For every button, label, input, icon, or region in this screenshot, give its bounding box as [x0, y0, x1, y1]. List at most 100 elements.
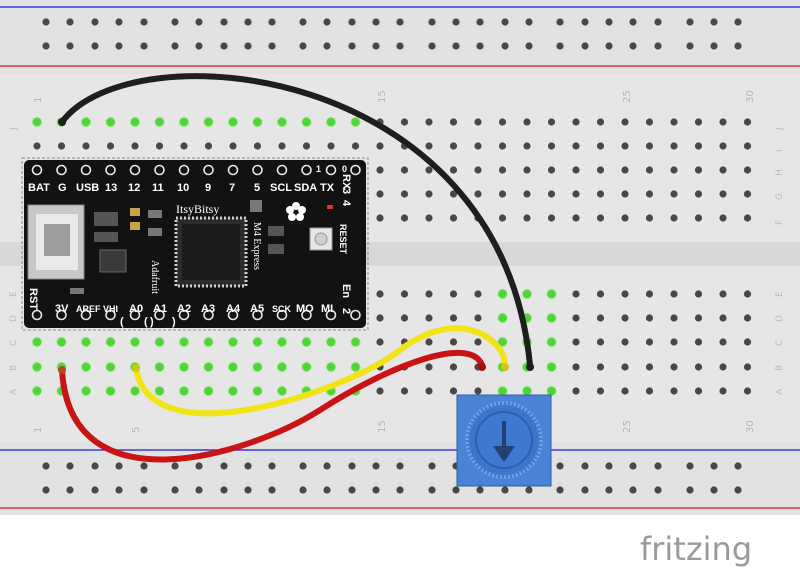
breadboard-hole: [474, 118, 482, 126]
row-letter: I: [775, 149, 785, 152]
breadboard-hole: [302, 142, 311, 150]
bottom-pin-labels: RST 3V AREF VHI A0 A1 A2 A3 A4 A5 SCK MO…: [27, 288, 333, 315]
board-pad: [56, 309, 67, 321]
column-number: 25: [622, 90, 633, 103]
breadboard-hole: [525, 486, 533, 494]
breadboard-hole: [449, 214, 458, 222]
breadboard-hole: [228, 337, 238, 347]
breadboard-hole: [140, 18, 148, 26]
breadboard-hole: [719, 142, 727, 150]
breadboard-hole: [719, 290, 727, 298]
breadboard-hole: [323, 486, 331, 494]
top-pin-labels: BAT G USB 13 12 11 10 9 7 5 SCL SDA TX 1…: [28, 164, 347, 194]
breadboard-hole: [105, 117, 116, 127]
pin-label-a3: A3: [201, 303, 215, 315]
breadboard-hole: [474, 190, 482, 198]
pin-label-sda: SDA: [294, 182, 317, 194]
breadboard-hole: [621, 387, 629, 395]
breadboard-hole: [501, 486, 509, 494]
breadboard-hole: [743, 290, 752, 298]
breadboard-hole: [171, 462, 179, 470]
breadboard-hole: [572, 314, 580, 322]
breadboard-hole: [556, 462, 564, 470]
breadboard-hole: [268, 42, 276, 50]
pin-label-2: 2: [340, 308, 352, 314]
breadboard-hole: [220, 18, 228, 26]
breadboard-hole: [497, 337, 508, 347]
breadboard-hole: [425, 290, 433, 298]
breadboard-hole: [428, 462, 436, 470]
breadboard-hole: [396, 486, 404, 494]
pin-label-3v: 3V: [55, 303, 69, 315]
board-pad: [252, 164, 263, 176]
row-letter: C: [9, 340, 19, 346]
breadboard-hole: [203, 362, 214, 372]
row-letters-left: J E D C B A: [9, 127, 19, 395]
breadboard-hole: [629, 18, 637, 26]
breadboard-hole: [301, 117, 312, 127]
breadboard-hole: [376, 214, 384, 222]
breadboard-hole: [372, 486, 380, 494]
breadboard-hole: [428, 18, 436, 26]
breadboard-hole: [277, 386, 287, 396]
breadboard-hole: [596, 118, 605, 126]
breadboard-hole: [278, 142, 286, 150]
breadboard-hole: [719, 118, 727, 126]
breadboard-hole: [106, 142, 115, 150]
breadboard-hole: [686, 462, 694, 470]
breadboard-hole: [42, 486, 50, 494]
arrow-down-icon: [493, 421, 515, 462]
breadboard-hole: [694, 214, 703, 222]
breadboard-hole: [376, 290, 384, 298]
breadboard-hole: [645, 166, 654, 174]
board-pad: [203, 309, 214, 321]
breadboard-hole: [743, 166, 752, 174]
usb-connector: [27, 204, 85, 280]
pin-label-1: 1: [316, 164, 321, 174]
breadboard-hole: [497, 289, 508, 299]
row-letter: D: [9, 315, 19, 322]
breadboard-hole: [523, 142, 531, 150]
breadboard-hole: [474, 338, 482, 346]
pin-label-g: G: [58, 182, 67, 194]
breadboard-hole: [400, 214, 409, 222]
potentiometer[interactable]: [456, 394, 552, 487]
reset-button[interactable]: [309, 227, 333, 251]
itsybitsy-board[interactable]: BAT G USB 13 12 11 10 9 7 5 SCL SDA TX 1…: [21, 157, 369, 331]
breadboard-hole: [195, 18, 203, 26]
column-number: 15: [377, 90, 388, 103]
breadboard-hole: [734, 42, 742, 50]
pin-label-13: 13: [105, 182, 117, 194]
breadboard-hole: [400, 290, 409, 298]
row-letter: F: [775, 220, 785, 225]
breadboard-hole: [66, 42, 74, 50]
wire-end-black: [526, 363, 534, 371]
breadboard-hole: [474, 314, 482, 322]
breadboard-hole: [253, 142, 262, 150]
board-brand: Adafruit: [149, 260, 160, 294]
breadboard-hole: [449, 118, 458, 126]
wire-end-red: [478, 363, 486, 371]
breadboard-hole: [743, 338, 752, 346]
breadboard-hole: [425, 118, 433, 126]
breadboard-hole: [645, 338, 654, 346]
breadboard-hole: [449, 314, 458, 322]
breadboard-hole: [452, 18, 460, 26]
breadboard-hole: [428, 42, 436, 50]
black-wire[interactable]: [59, 73, 533, 368]
breadboard-hole: [546, 337, 557, 347]
breadboard-hole: [350, 117, 361, 127]
breadboard-hole: [629, 462, 637, 470]
breadboard-hole: [546, 289, 557, 299]
yellow-wire[interactable]: [133, 325, 508, 417]
breadboard-hole: [476, 18, 484, 26]
board-pad: [276, 164, 288, 176]
red-wire[interactable]: [59, 349, 485, 463]
breadboard-hole: [91, 18, 99, 26]
breadboard-hole: [299, 486, 307, 494]
breadboard-hole: [82, 142, 90, 150]
breadboard-hole: [572, 190, 580, 198]
breadboard-hole: [105, 337, 116, 347]
breadboard-hole: [621, 142, 629, 150]
breadboard-hole: [743, 214, 752, 222]
